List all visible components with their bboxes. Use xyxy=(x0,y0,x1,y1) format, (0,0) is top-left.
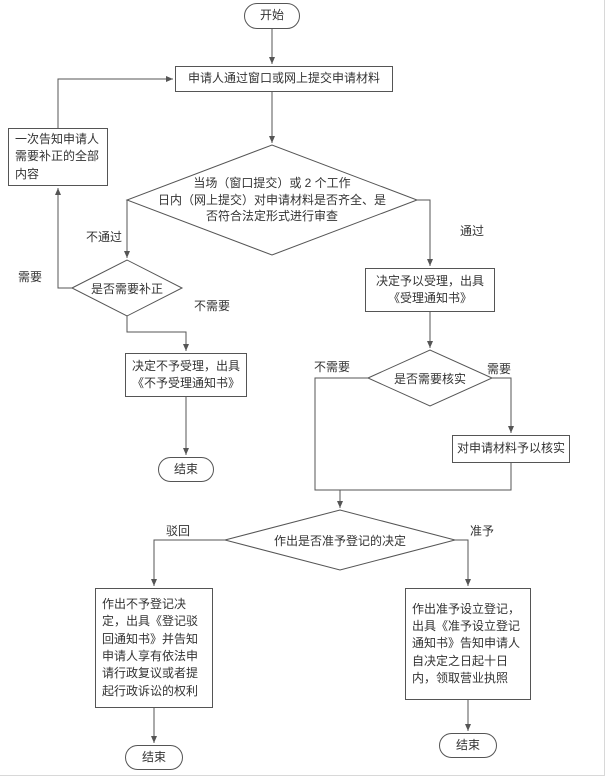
end3-node: 结束 xyxy=(439,733,497,758)
edge-label-verify-noneed: 不需要 xyxy=(314,360,351,374)
submit-label: 申请人通过窗口或网上提交申请材料 xyxy=(187,71,380,86)
edge-correction-noneed xyxy=(126,316,189,351)
end2-node: 结束 xyxy=(125,745,183,770)
edge-correction-need xyxy=(55,188,72,289)
accept-label: 决定予以受理，出具 《受理通知书》 xyxy=(375,273,484,305)
end2-label: 结束 xyxy=(141,749,166,764)
accept-node: 决定予以受理，出具 《受理通知书》 xyxy=(365,268,495,312)
reject-register-node: 作出不予登记决定，出具《登记驳回通知书》并告知申请人享有依法申请行政复议或者提起… xyxy=(95,588,213,708)
end1-label: 结束 xyxy=(173,461,198,476)
edge-label-verify-need: 需要 xyxy=(487,362,512,376)
submit-node: 申请人通过窗口或网上提交申请材料 xyxy=(175,66,393,92)
edge-verify-merge xyxy=(340,463,512,491)
edge-label-fail: 不通过 xyxy=(86,230,123,244)
need-correction-diamond xyxy=(70,259,184,317)
start-label: 开始 xyxy=(259,8,284,23)
edge-notify-submit xyxy=(57,76,173,128)
end1-node: 结束 xyxy=(158,457,214,482)
notify-correction-label: 一次告知申请人需要补正的全部内容 xyxy=(15,131,100,181)
edge-decision-reject xyxy=(151,539,225,586)
edge-label-approve: 准予 xyxy=(470,524,495,538)
approve-register-node: 作出准予设立登记，出具《准予设立登记通知书》告知申请人自决定之日起十日内，领取营… xyxy=(405,588,531,700)
edge-verifyq-merge xyxy=(314,377,368,491)
edge-review-pass xyxy=(417,199,433,266)
reject-acceptance-label: 决定不予受理，出具 《不予受理通知书》 xyxy=(131,358,240,390)
need-verify-diamond xyxy=(366,349,494,407)
edge-label-noneed: 不需要 xyxy=(194,299,231,313)
start-node: 开始 xyxy=(244,3,300,29)
edge-decision-approve xyxy=(455,539,471,586)
reject-acceptance-node: 决定不予受理，出具 《不予受理通知书》 xyxy=(125,353,247,397)
register-decision-diamond xyxy=(223,509,457,571)
edge-label-need: 需要 xyxy=(18,270,43,284)
edge-label-pass: 通过 xyxy=(460,224,485,238)
approve-register-label: 作出准予设立登记，出具《准予设立登记通知书》告知申请人自决定之日起十日内，领取营… xyxy=(412,601,521,686)
review-decision-diamond xyxy=(125,144,419,256)
end3-label: 结束 xyxy=(455,737,480,752)
notify-correction-node: 一次告知申请人需要补正的全部内容 xyxy=(8,128,108,186)
edge-verifyq-verify xyxy=(492,377,514,433)
edge-label-reject: 驳回 xyxy=(166,524,191,538)
reject-register-label: 作出不予登记决定，出具《登记驳回通知书》并告知申请人享有依法申请行政复议或者提起… xyxy=(102,596,199,698)
verify-node: 对申请材料予以核实 xyxy=(452,435,570,463)
verify-label: 对申请材料予以核实 xyxy=(457,441,566,456)
